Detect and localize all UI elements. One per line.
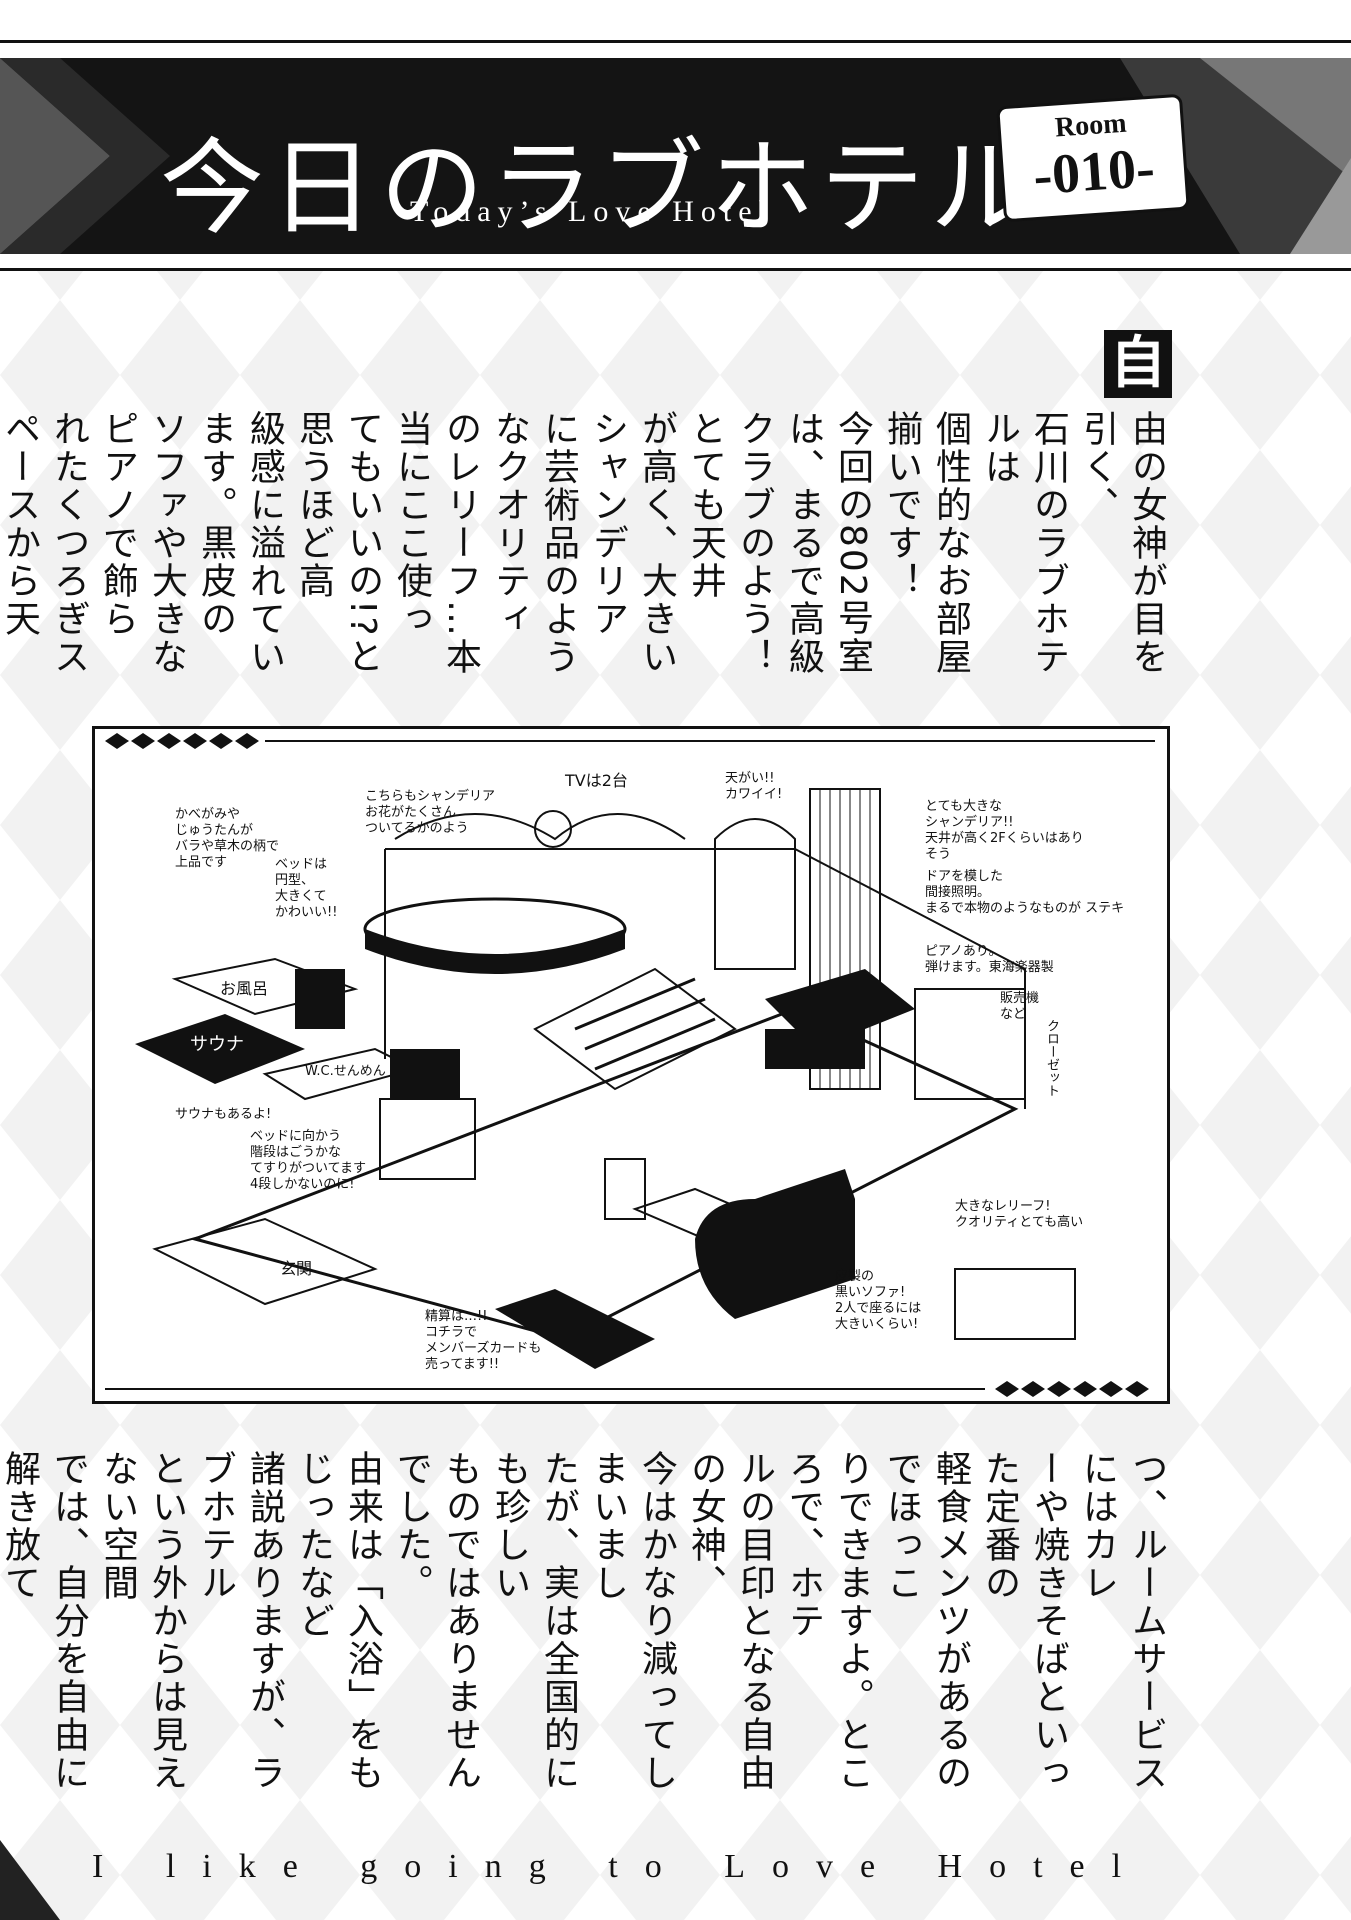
article-line: 個性的なお部屋揃いです！	[881, 410, 971, 676]
note-payment: 精算は…!! コチラで メンバーズカードも 売ってます!!	[425, 1309, 542, 1372]
note-sauna-too: サウナもあるよ!	[175, 1107, 272, 1122]
note-sauna: サウナ	[190, 1034, 244, 1055]
article-line: 級感に溢れています。黒皮の	[195, 410, 285, 676]
article-line: クラブのよう！とても天井	[685, 410, 775, 676]
article-line: 由来は「入浴」をもじったなど	[293, 1450, 383, 1792]
note-door-light: ドアを模した 間接照明。 まるで本物のようなものが ステキ	[925, 869, 1125, 916]
article-line: ものではありませんでした。	[391, 1450, 481, 1792]
footer-tagline: I like going to Love Hotel	[92, 1848, 1149, 1885]
note-canopy: 天がい!! カワイイ!	[725, 771, 783, 802]
note-tv: TVは2台	[565, 771, 628, 790]
article-line: のレリーフ…本当にここ使っ	[391, 410, 481, 676]
article-line: ーや焼きそばといった定番の	[979, 1450, 1069, 1792]
article-line: に芸術品のようなクオリティ	[489, 410, 579, 676]
note-bed: ベッドは 円型、 大きくて かわいい!!	[275, 857, 338, 920]
article-line: 今回の802号室は、まるで高級	[783, 410, 873, 676]
article-line: てもいいの!?と思うほど高	[293, 410, 383, 676]
room-badge: Room -010-	[996, 93, 1190, 223]
article-line: 今はかなり減ってしまいまし	[587, 1450, 677, 1792]
note-relief: 大きなレリーフ! クオリティとても高い	[955, 1199, 1084, 1230]
note-bath: お風呂	[220, 979, 269, 998]
article-line: ソファや大きなピアノで飾ら	[97, 410, 187, 676]
note-piano: ピアノあり。 弾けます。東海楽器製	[925, 944, 1054, 975]
article-line: 諸説ありますが、ラブホテル	[195, 1450, 285, 1792]
title-banner: 今日のラブホテル Today’s Love Hotel Room -010-	[0, 58, 1351, 254]
note-stairs: ベッドに向かう 階段はごうかな てすりがついてます 4段しかないのに!	[250, 1129, 366, 1192]
article-line: が高く、大きいシャンデリア	[587, 410, 677, 676]
note-wall: かべがみや じゅうたんが バラや草木の柄で 上品です	[175, 807, 280, 870]
article-line: 軽食メンツがあるのでほっこ	[881, 1450, 971, 1792]
note-wc: W.C.せんめん	[305, 1064, 386, 1079]
drop-cap: 自	[1104, 330, 1172, 398]
article-line: ルの目印となる自由の女神、	[685, 1450, 775, 1792]
header-bottom-rule	[0, 268, 1351, 271]
article-line: つ、ルームサービスにはカレ	[1077, 1450, 1167, 1792]
note-chandelier-small: こちらもシャンデリア お花がたくさん ついてるかのよう	[365, 789, 496, 836]
note-closet: クローゼット	[1044, 1019, 1059, 1097]
article-line: れたくつろぎスペースから天	[0, 410, 89, 676]
article-line: たが、実は全国的にも珍しい	[489, 1450, 579, 1792]
note-sofa: 皮製の 黒いソファ! 2人で座るには 大きいくらい!	[835, 1269, 922, 1332]
top-rule	[0, 40, 1351, 43]
note-vending: 販売機 など	[1000, 991, 1040, 1022]
article-line: 由の女神が目を引く、	[1077, 410, 1167, 676]
room-floor-plan-illustration: かべがみや じゅうたんが バラや草木の柄で 上品です ベッドは 円型、 大きくて…	[92, 726, 1170, 1404]
page-subtitle: Today’s Love Hotel	[410, 195, 774, 228]
article-bottom-column: つ、ルームサービスにはカレーや焼きそばといった定番の軽食メンツがあるのでほっこり…	[0, 1450, 1171, 1820]
article-line: りできますよ。ところで、ホテ	[783, 1450, 873, 1792]
room-sketch	[105, 733, 1155, 1397]
note-chandelier-big: とても大きな シャンデリア!! 天井が高く2Fくらいはあり そう	[925, 799, 1084, 862]
article-line: 石川のラブホテルは	[979, 410, 1069, 676]
article-line: という外からは見えない空間	[97, 1450, 187, 1792]
page-title: 今日のラブホテル	[160, 127, 1041, 249]
room-number: -010-	[1031, 136, 1157, 208]
article-line: では、自分を自由に解き放て	[0, 1450, 89, 1792]
note-entrance: 玄関	[280, 1259, 313, 1278]
article-top-column: 由の女神が目を引く、石川のラブホテルは個性的なお部屋揃いです！今回の802号室は…	[0, 410, 1171, 680]
